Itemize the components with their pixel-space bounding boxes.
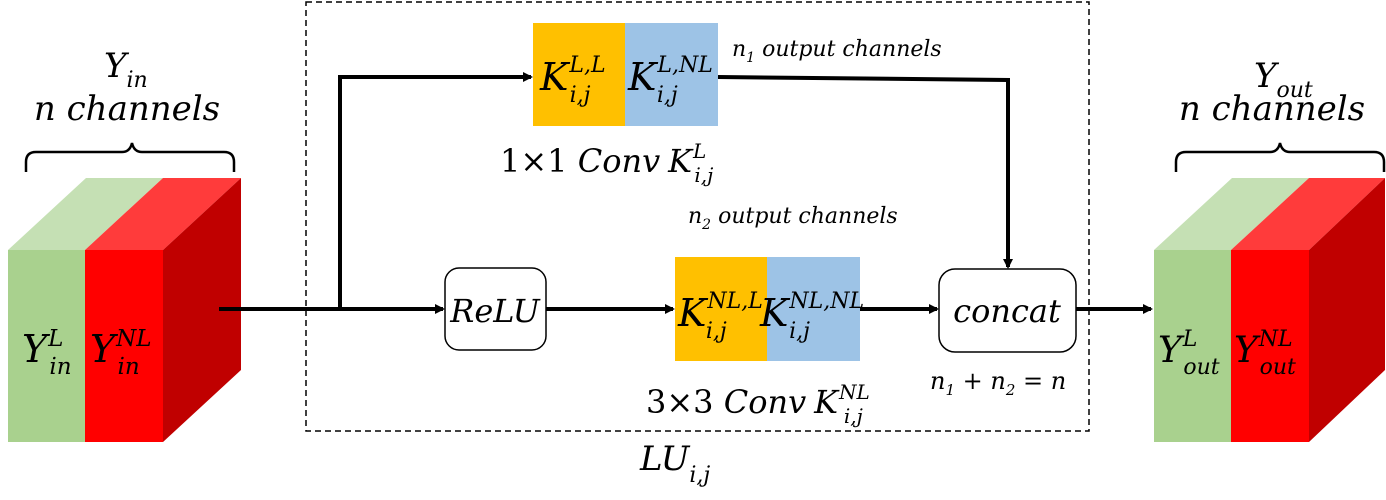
concat-label: concat (953, 292, 1061, 330)
lu-boundary (305, 1, 1090, 432)
output-cube (1154, 178, 1385, 442)
unit-label: LUi,j (639, 439, 710, 488)
connections (219, 72, 1153, 314)
input-top-green (8, 178, 163, 250)
input-side (163, 178, 241, 442)
top-kernel-lnl (625, 23, 718, 126)
bottom-output-label: n2 output channels (688, 204, 898, 233)
output-top-green (1154, 178, 1309, 250)
bottom-kernel-nlnl (767, 257, 860, 361)
relu-label: ReLU (449, 292, 541, 330)
output-brace (1174, 142, 1386, 172)
input-label: Yin (104, 46, 148, 93)
output-label: Yout (1254, 56, 1313, 103)
input-channels-label: n channels (34, 89, 220, 129)
output-front-red (1231, 250, 1309, 442)
top-output-label: n1 output channels (732, 37, 942, 66)
input-top-red (85, 178, 241, 250)
input-brace (24, 142, 236, 172)
output-top-red (1231, 178, 1385, 250)
bottom-kernel-nll (675, 257, 767, 361)
input-cube (8, 178, 241, 442)
top-kernel-to-concat-arrow (717, 75, 1013, 269)
sum-label: n1 + n2 = n (930, 367, 1066, 399)
output-front-green (1154, 250, 1231, 442)
input-front-green (8, 250, 85, 442)
split-to-top-kernel-arrow (338, 72, 533, 309)
output-channels-label: n channels (1179, 89, 1365, 129)
top-kernel-ll (533, 23, 625, 126)
output-side (1309, 178, 1385, 442)
input-front-red (85, 250, 163, 442)
